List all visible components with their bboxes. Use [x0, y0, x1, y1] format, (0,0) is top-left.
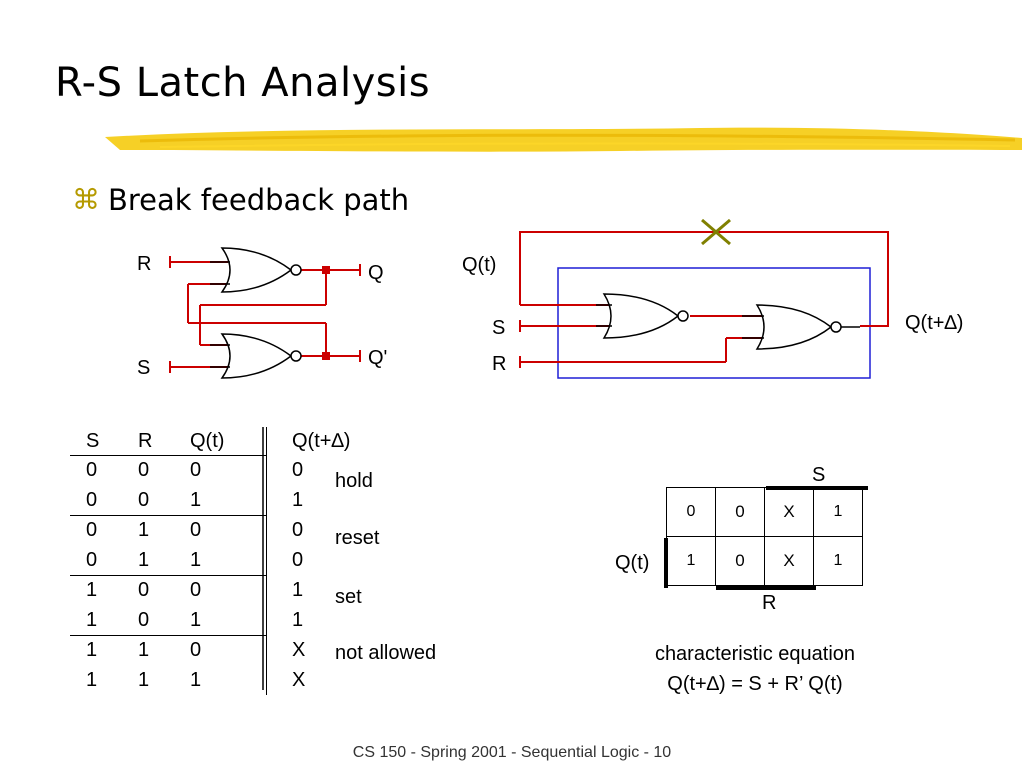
category-hold: hold	[335, 470, 373, 492]
feedback-s-label: S	[492, 317, 505, 339]
header-r: R	[138, 427, 190, 456]
kmap-s-label: S	[812, 464, 826, 486]
feedback-boundary-box	[557, 267, 871, 379]
latch-output-q-label: Q	[368, 262, 384, 284]
kmap-cell: 0	[715, 536, 765, 586]
latch-input-s-label: S	[137, 357, 150, 379]
kmap-cell: 1	[813, 487, 863, 537]
kmap-cell: X	[764, 487, 814, 537]
characteristic-equation: Q(t+∆) = S + R’ Q(t)	[667, 673, 843, 695]
slide-footer: CS 150 - Spring 2001 - Sequential Logic …	[352, 744, 672, 761]
feedback-r-label: R	[492, 353, 506, 375]
kmap-qt-label: Q(t)	[615, 552, 650, 574]
slide-title: R-S Latch Analysis	[55, 60, 431, 106]
kmap-row: 1 0 X 1	[666, 536, 863, 586]
kmap-cell: 1	[666, 536, 716, 586]
category-reset: reset	[335, 527, 380, 549]
category-set: set	[335, 586, 362, 608]
latch-output-qbar-label: Q'	[368, 347, 387, 369]
header-qt: Q(t)	[190, 427, 267, 456]
latch-input-r-label: R	[137, 253, 151, 275]
kmap-cell: 0	[666, 487, 716, 537]
bullet-text: Break feedback path	[108, 183, 410, 217]
header-qtd: Q(t+∆)	[266, 427, 351, 456]
feedback-qtd-label: Q(t+∆)	[905, 312, 963, 334]
kmap-cell: 0	[715, 487, 765, 537]
kmap-cell: X	[764, 536, 814, 586]
kmap-cell: 1	[813, 536, 863, 586]
break-cross-icon	[701, 218, 731, 246]
kmap-row: 0 0 X 1	[666, 487, 863, 537]
truth-table-header: S R Q(t) Q(t+∆)	[70, 427, 351, 456]
category-not-allowed: not allowed	[335, 642, 437, 664]
karnaugh-map: 0 0 X 1 1 0 X 1	[666, 487, 863, 586]
kmap-r-label: R	[762, 592, 777, 614]
equation-label: characteristic equation	[654, 643, 856, 665]
feedback-qt-label: Q(t)	[462, 254, 496, 276]
header-s: S	[70, 427, 138, 456]
command-key-icon: ⌘	[72, 183, 100, 216]
